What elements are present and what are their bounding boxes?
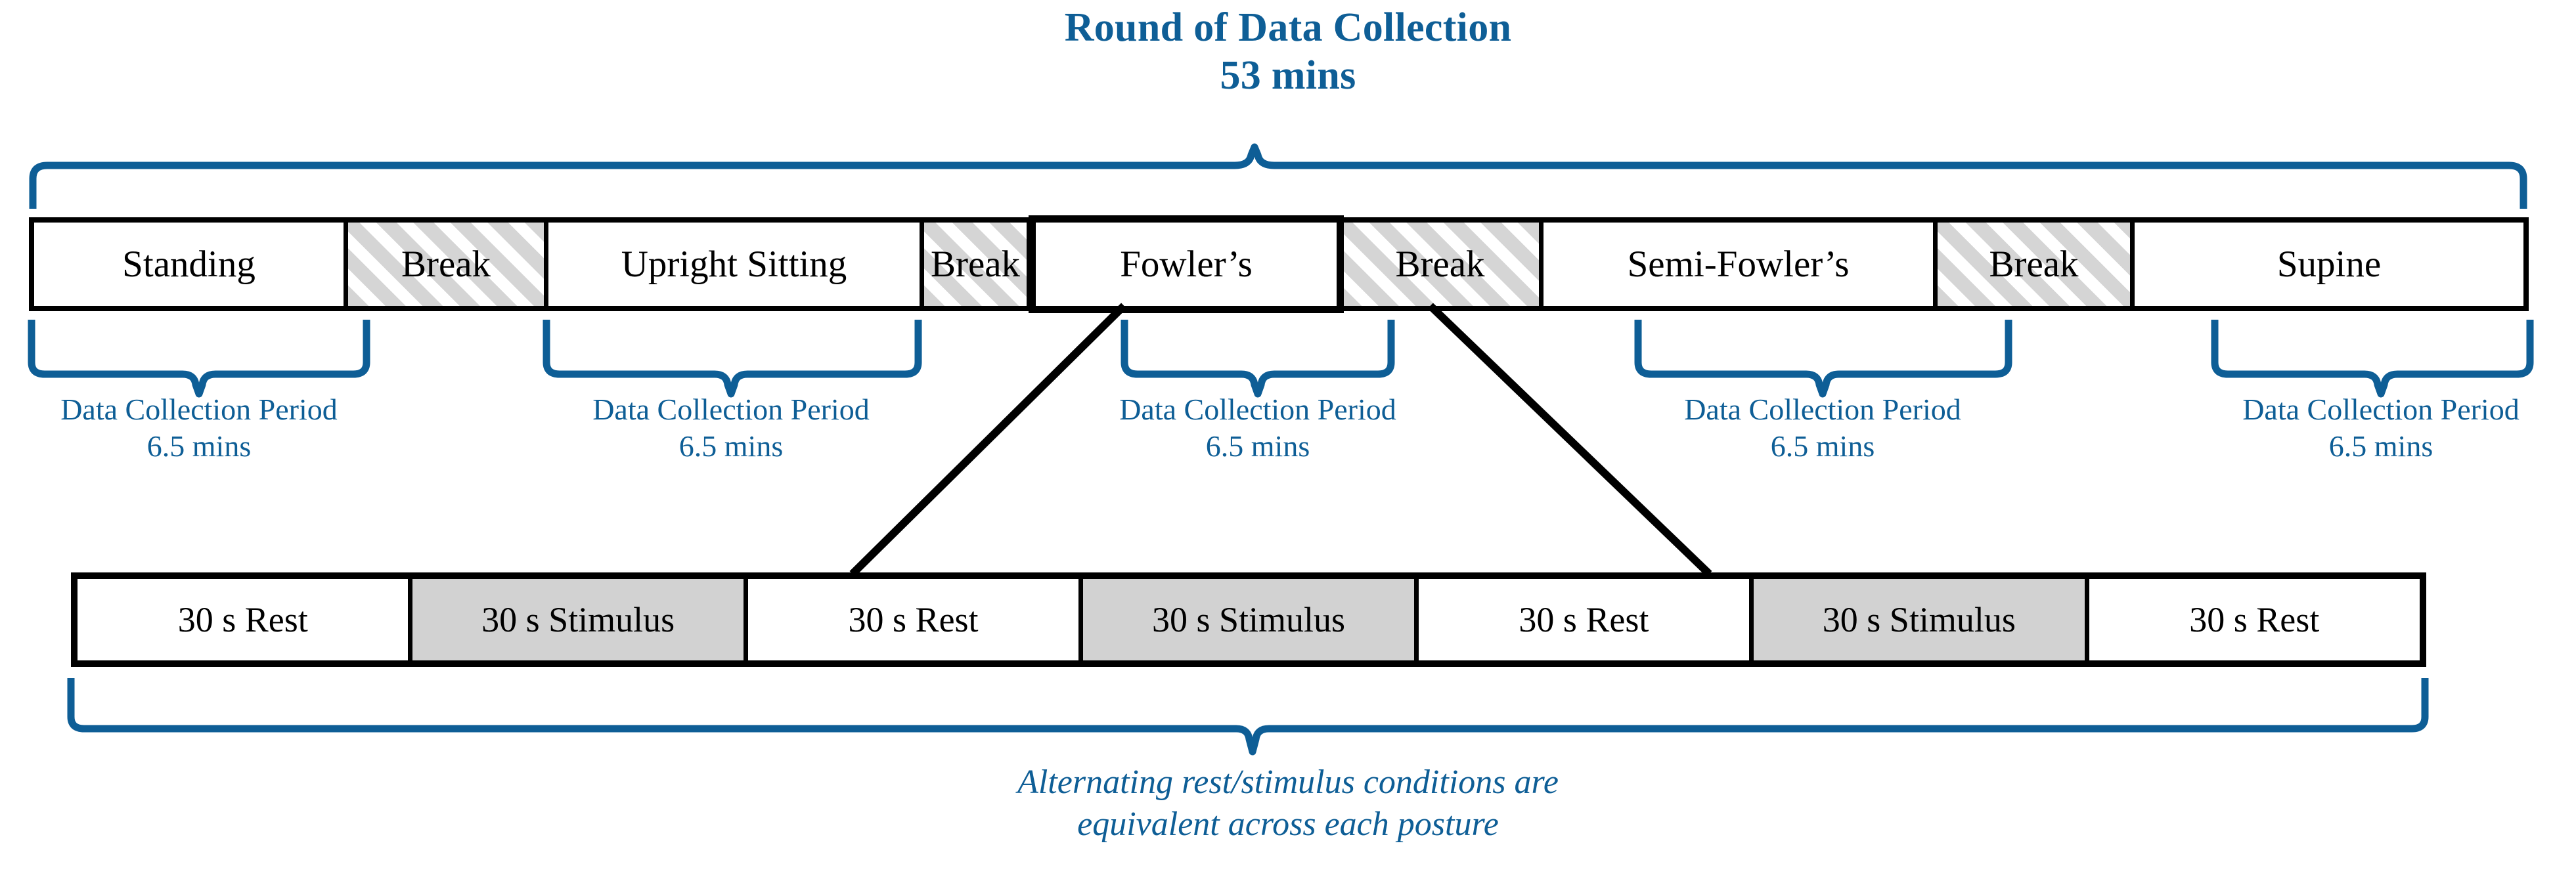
period-bracket-3: [1121, 320, 1395, 398]
period-label-1-line2: 6.5 mins: [146, 429, 252, 463]
top-round-bracket: [29, 143, 2527, 209]
posture-cell-break-3[interactable]: Break: [1341, 223, 1543, 306]
posture-cell-break-1[interactable]: Break: [348, 223, 548, 306]
posture-label-standing: Standing: [122, 244, 255, 285]
period-label-3-line2: 6.5 mins: [1205, 429, 1310, 463]
period-bracket-1: [28, 320, 370, 398]
rs-label-rest-2: 30 s Rest: [848, 600, 979, 639]
bottom-caption-line2: equivalent across each posture: [1077, 805, 1499, 844]
period-label-1: Data Collection Period 6.5 mins: [18, 391, 380, 465]
rs-cell-rest-1[interactable]: 30 s Rest: [78, 579, 413, 660]
rs-label-rest-4: 30 s Rest: [2189, 600, 2320, 639]
rs-label-rest-1: 30 s Rest: [177, 600, 308, 639]
period-label-4: Data Collection Period 6.5 mins: [1642, 391, 2003, 465]
period-label-4-line2: 6.5 mins: [1770, 429, 1875, 463]
posture-cell-upright-sitting[interactable]: Upright Sitting: [548, 223, 924, 306]
diagram-title: Round of Data Collection 53 mins: [0, 4, 2576, 99]
diagram-title-line2: 53 mins: [1220, 53, 1356, 98]
rs-cell-stimulus-3[interactable]: 30 s Stimulus: [1754, 579, 2089, 660]
posture-label-break-2: Break: [930, 244, 1021, 285]
rs-label-stimulus-2: 30 s Stimulus: [1151, 600, 1346, 639]
posture-cell-break-4[interactable]: Break: [1938, 223, 2135, 306]
posture-cell-break-2[interactable]: Break: [924, 223, 1031, 306]
period-bracket-2: [543, 320, 922, 398]
rs-cell-rest-3[interactable]: 30 s Rest: [1418, 579, 1754, 660]
diagram-title-line1: Round of Data Collection: [1064, 5, 1512, 50]
posture-label-semi-fowlers: Semi-Fowler’s: [1627, 244, 1850, 285]
posture-sequence-row: Standing Break Upright Sitting Break Fow…: [29, 215, 2529, 313]
bottom-caption-line1: Alternating rest/stimulus conditions are: [1017, 763, 1559, 801]
posture-label-break-4: Break: [1989, 244, 2079, 285]
posture-cell-supine[interactable]: Supine: [2135, 223, 2523, 306]
period-label-3-line1: Data Collection Period: [1119, 393, 1396, 426]
rs-label-stimulus-1: 30 s Stimulus: [481, 600, 675, 639]
posture-label-upright-sitting: Upright Sitting: [621, 244, 847, 285]
posture-cell-standing[interactable]: Standing: [34, 223, 348, 306]
period-label-5-line2: 6.5 mins: [2328, 429, 2433, 463]
bottom-caption: Alternating rest/stimulus conditions are…: [0, 761, 2576, 846]
period-label-2-line2: 6.5 mins: [678, 429, 784, 463]
posture-label-break-1: Break: [401, 244, 491, 285]
posture-label-break-3: Break: [1395, 244, 1485, 285]
period-bracket-5: [2211, 320, 2534, 398]
period-label-3: Data Collection Period 6.5 mins: [1077, 391, 1438, 465]
period-label-5-line1: Data Collection Period: [2242, 393, 2520, 426]
rs-cell-stimulus-1[interactable]: 30 s Stimulus: [412, 579, 748, 660]
posture-label-supine: Supine: [2276, 244, 2382, 285]
period-label-1-line1: Data Collection Period: [60, 393, 338, 426]
period-label-4-line1: Data Collection Period: [1684, 393, 1961, 426]
rs-label-rest-3: 30 s Rest: [1519, 600, 1649, 639]
rs-label-stimulus-3: 30 s Stimulus: [1822, 600, 2016, 639]
rs-cell-stimulus-2[interactable]: 30 s Stimulus: [1083, 579, 1419, 660]
posture-cell-fowlers[interactable]: Fowler’s: [1029, 215, 1344, 313]
bottom-round-bracket: [67, 678, 2429, 756]
rest-stimulus-row: 30 s Rest 30 s Stimulus 30 s Rest 30 s S…: [71, 572, 2426, 667]
period-label-2: Data Collection Period 6.5 mins: [550, 391, 912, 465]
posture-label-fowlers: Fowler’s: [1120, 244, 1253, 285]
rs-cell-rest-2[interactable]: 30 s Rest: [747, 579, 1084, 660]
posture-cell-semi-fowlers[interactable]: Semi-Fowler’s: [1543, 223, 1938, 306]
period-label-2-line1: Data Collection Period: [592, 393, 870, 426]
period-label-5: Data Collection Period 6.5 mins: [2200, 391, 2562, 465]
rs-cell-rest-4[interactable]: 30 s Rest: [2089, 579, 2420, 660]
period-bracket-4: [1634, 320, 2012, 398]
